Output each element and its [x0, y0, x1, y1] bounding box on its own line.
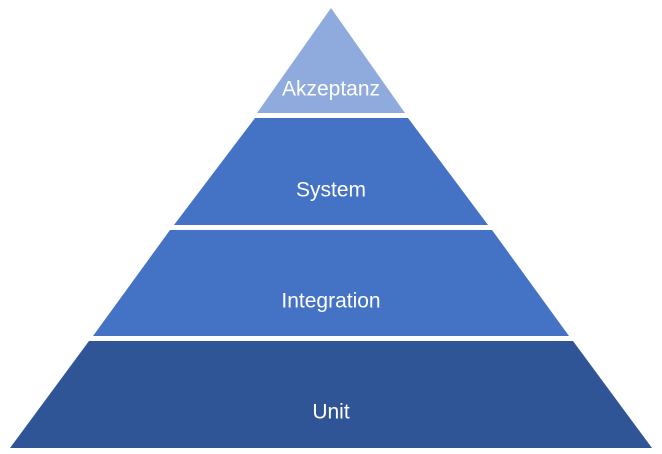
pyramid-level-unit-label: Unit	[312, 401, 350, 424]
pyramid-level-integration: Integration	[93, 230, 569, 336]
pyramid-level-akzeptanz-label: Akzeptanz	[282, 78, 380, 101]
pyramid-level-system-shape	[174, 118, 488, 225]
pyramid-level-system-label: System	[296, 179, 366, 202]
pyramid-level-integration-label: Integration	[281, 290, 380, 313]
pyramid-level-unit: Unit	[10, 341, 652, 448]
pyramid-level-system: System	[174, 118, 488, 225]
pyramid-level-integration-shape	[93, 230, 569, 336]
pyramid-level-unit-shape	[10, 341, 652, 448]
pyramid-level-akzeptanz: Akzeptanz	[257, 8, 405, 113]
pyramid-level-akzeptanz-shape	[257, 8, 405, 113]
